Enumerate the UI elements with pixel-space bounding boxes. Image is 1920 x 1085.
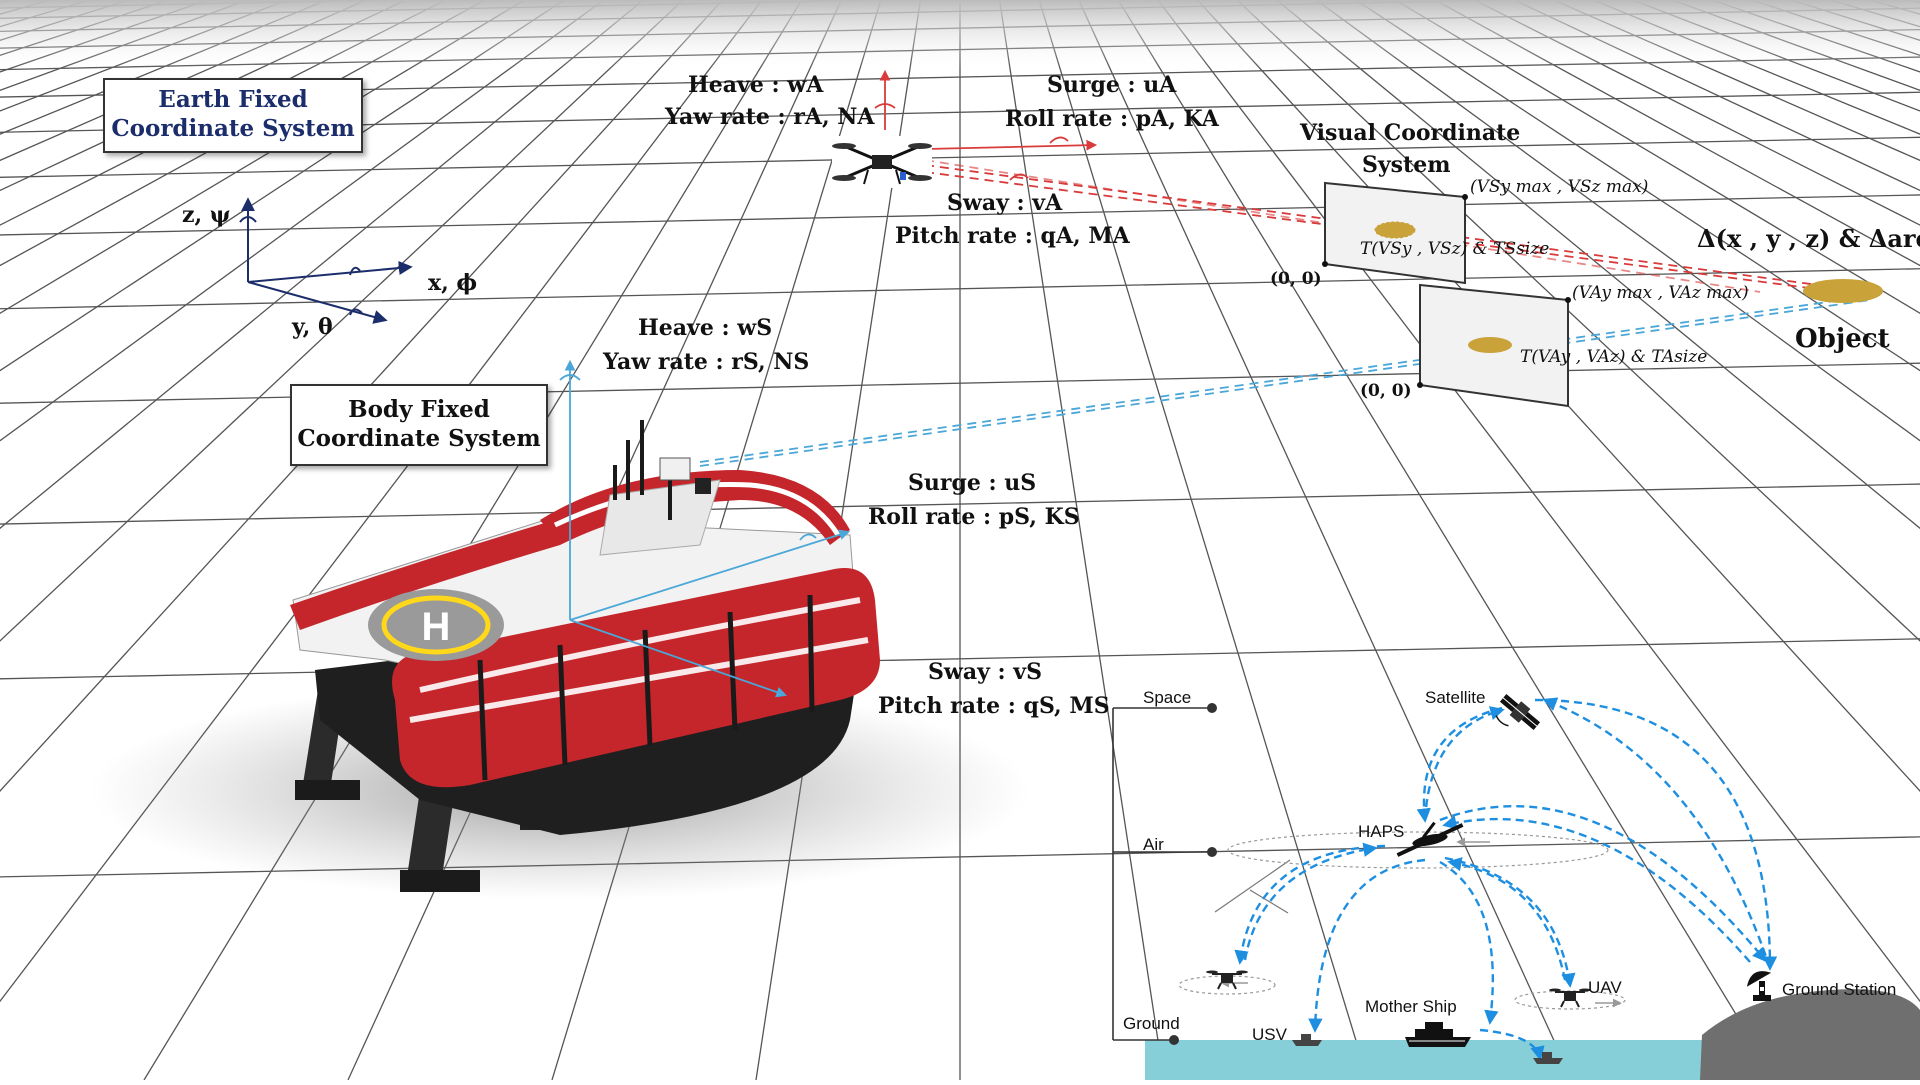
grid-line <box>1275 0 1920 530</box>
ground-station-label: Ground Station <box>1782 980 1896 999</box>
grid-line <box>1196 0 1920 792</box>
uav-pitch-label: Pitch rate : qA, MA <box>895 223 1131 249</box>
usv-heave-label: Heave : wS <box>638 315 772 341</box>
body-frame-title-line1: Body Fixed <box>348 396 490 423</box>
usv-yaw-label: Yaw rate : rS, NS <box>602 349 809 375</box>
uav-axes <box>874 69 1098 181</box>
uav-heave-label: Heave : wA <box>688 72 824 98</box>
grid-line <box>0 0 684 642</box>
grid-line <box>1315 0 1920 442</box>
level-air-label: Air <box>1143 835 1164 854</box>
usv-axes <box>559 359 851 698</box>
level-space-label: Space <box>1143 688 1191 707</box>
body-frame-title-box: Body Fixed Coordinate System <box>290 384 548 466</box>
earth-frame-title-box: Earth Fixed Coordinate System <box>103 78 363 153</box>
visual-frame-title-1: Visual Coordinate <box>1299 120 1520 146</box>
lower-target-label: T(VAy , VAz) & TAsize <box>1520 347 1707 367</box>
uav-icon-left <box>1206 970 1248 990</box>
grid-line <box>0 0 645 530</box>
visual-frame-title-2: System <box>1362 152 1451 178</box>
lower-max-label: (VAy max , VAz max) <box>1572 283 1749 303</box>
grid-line <box>1236 0 1920 642</box>
usv-sight-lines <box>699 295 1871 467</box>
grid-line <box>1157 0 1920 1003</box>
delta-label: Δ(x , y , z) & Δarea <box>1697 224 1920 253</box>
horizon-haze <box>0 0 1920 70</box>
usv-boat-icon-2 <box>1533 1052 1563 1064</box>
satellite-label: Satellite <box>1425 688 1485 707</box>
land-mass <box>1700 989 1920 1080</box>
ground-station-icon <box>1746 971 1772 1001</box>
grid-line <box>0 194 1920 236</box>
grid-line <box>0 136 1920 178</box>
svg-text:H: H <box>422 605 451 649</box>
grid-line <box>1078 0 1573 1081</box>
upper-target-label: T(VSy , VSz) & TSsize <box>1360 239 1549 259</box>
upper-max-label: (VSy max , VSz max) <box>1470 177 1648 197</box>
body-frame-title-line2: Coordinate System <box>297 424 541 452</box>
usv-roll-label: Roll rate : pS, KS <box>868 504 1080 530</box>
uav-icon-right <box>1549 988 1591 1008</box>
earth-frame-title-line1: Earth Fixed <box>158 86 308 113</box>
earth-frame-title-line2: Coordinate System <box>111 114 355 142</box>
lower-origin-label: (0, 0) <box>1360 381 1412 401</box>
usv-surge-label: Surge : uS <box>908 470 1036 496</box>
usv-catamaran: H <box>290 420 880 892</box>
uav-surge-label: Surge : uA <box>1047 72 1177 98</box>
uav-yaw-label: Yaw rate : rA, NA <box>664 104 875 130</box>
grid-line <box>0 0 605 442</box>
comm-network-panel <box>1112 694 1920 1080</box>
grid-line <box>998 0 1165 1081</box>
visual-plane-upper <box>1322 181 1468 285</box>
haps-icon <box>1396 821 1464 857</box>
visual-plane-lower <box>1417 283 1571 408</box>
upper-origin-label: (0, 0) <box>1270 269 1322 289</box>
grid-line <box>0 483 1920 525</box>
uav-label: UAV <box>1588 978 1622 997</box>
grid-line <box>1117 0 1777 1081</box>
usv-sway-label: Sway : vS <box>928 659 1042 685</box>
grid-line <box>1038 0 1369 1081</box>
haps-label: HAPS <box>1358 822 1404 841</box>
uav-roll-label: Roll rate : pA, KA <box>1005 106 1220 132</box>
object-label: Object <box>1795 324 1890 354</box>
earth-frame-axes <box>239 197 413 324</box>
uav-drone <box>832 136 932 188</box>
level-ground-label: Ground <box>1123 1014 1180 1033</box>
usv-pitch-label: Pitch rate : qS, MS <box>878 693 1110 719</box>
usv-label: USV <box>1252 1025 1288 1044</box>
earth-axis-z-label: z, ψ <box>182 202 231 228</box>
mother-ship-icon <box>1405 1022 1471 1047</box>
uav-sway-label: Sway : vA <box>947 190 1063 216</box>
usv-boat-icon <box>1292 1034 1322 1046</box>
target-object <box>1803 279 1883 303</box>
mother-ship-label: Mother Ship <box>1365 997 1457 1016</box>
satellite-icon <box>1495 694 1541 730</box>
earth-axis-y-label: y, θ <box>291 314 333 340</box>
earth-axis-x-label: x, ϕ <box>428 270 477 296</box>
